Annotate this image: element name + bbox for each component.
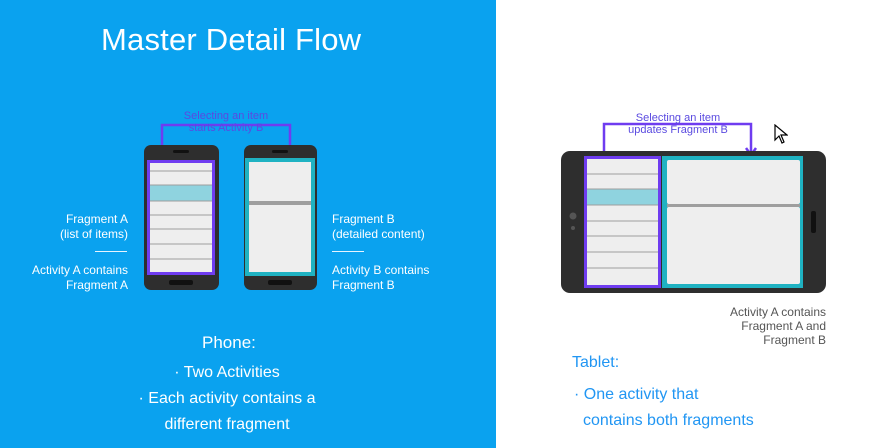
phone-bullet-1: · Two Activities — [174, 364, 280, 381]
tablet-diagram — [561, 122, 826, 293]
fragment-b-label: Fragment B (detailed content) — [332, 212, 425, 241]
tablet-bullet-2: contains both fragments — [583, 412, 754, 429]
tablet-note: Activity A contains Fragment A and Fragm… — [729, 305, 826, 347]
phone-bullet-2: · Each activity contains a — [138, 390, 316, 407]
phone-panel: Master Detail Flow — [0, 0, 496, 448]
phone-a — [144, 145, 219, 290]
tablet-panel: Selecting an item updates Fragment B Act… — [496, 0, 881, 448]
tablet-device — [561, 151, 826, 293]
activity-a-label: Activity A contains Fragment A — [31, 263, 128, 292]
phone-heading: Phone: — [202, 333, 256, 352]
phone-b — [244, 145, 317, 290]
phone-callout-line1: Selecting an item — [183, 110, 269, 122]
tablet-callout-line2: updates Fragment B — [628, 124, 728, 136]
tablet-callout-line1: Selecting an item — [635, 112, 721, 124]
phone-diagram — [144, 123, 317, 290]
tablet-bullet-1: · One activity that — [574, 386, 699, 403]
phone-callout-arrow — [160, 123, 292, 158]
fragment-b-divider — [332, 251, 364, 252]
activity-b-label: Activity B contains Fragment B — [332, 263, 430, 292]
phone-bullet-3: different fragment — [164, 416, 290, 433]
fragment-a-label: Fragment A (list of items) — [59, 212, 128, 241]
tablet-callout: Selecting an item updates Fragment B — [616, 112, 740, 136]
phone-callout-line2: starts Activity B — [188, 122, 264, 134]
tablet-callout-arrow — [602, 122, 753, 158]
tablet-heading: Tablet: — [572, 354, 620, 371]
mouse-pointer-icon — [774, 123, 789, 149]
phone-callout: Selecting an item starts Activity B — [176, 110, 276, 134]
fragment-a-divider — [95, 251, 127, 252]
slide-title: Master Detail Flow — [101, 22, 362, 57]
